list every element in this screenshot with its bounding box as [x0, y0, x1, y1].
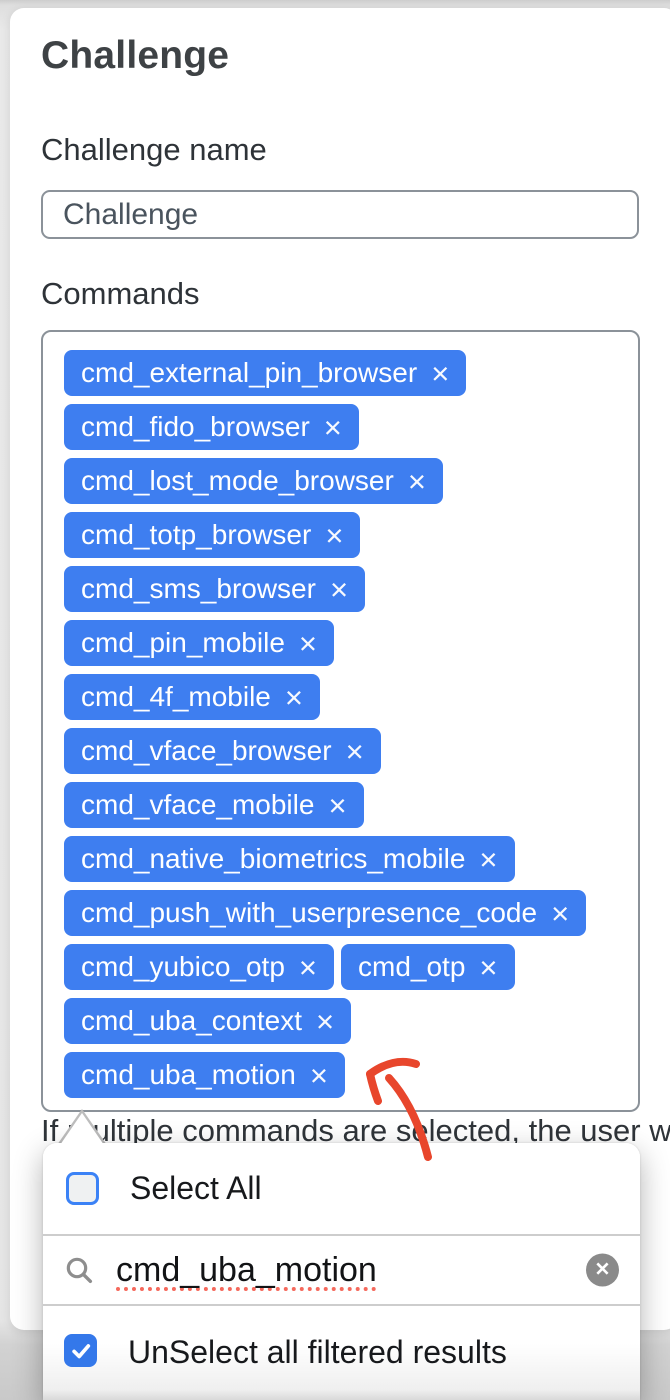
- chip-row: cmd_fido_browser ×: [64, 404, 620, 450]
- command-chip-label: cmd_sms_browser: [81, 573, 316, 604]
- chip-row: cmd_vface_browser ×: [64, 728, 620, 774]
- command-chip[interactable]: cmd_totp_browser ×: [64, 512, 361, 558]
- command-chip[interactable]: cmd_4f_mobile ×: [64, 674, 320, 720]
- check-icon: [71, 1343, 90, 1358]
- unselect-filtered-label: UnSelect all filtered results: [128, 1334, 507, 1370]
- command-chip[interactable]: cmd_vface_browser ×: [64, 728, 381, 774]
- command-chip[interactable]: cmd_yubico_otp ×: [64, 944, 335, 990]
- chip-row: cmd_uba_context ×: [64, 998, 620, 1044]
- command-chip[interactable]: cmd_push_with_userpresence_code ×: [64, 890, 587, 936]
- remove-chip-icon[interactable]: ×: [431, 355, 450, 391]
- chip-row: cmd_4f_mobile ×: [64, 674, 620, 720]
- chip-row: cmd_lost_mode_browser ×: [64, 458, 620, 504]
- command-chip[interactable]: cmd_lost_mode_browser ×: [64, 458, 443, 504]
- remove-chip-icon[interactable]: ×: [479, 949, 498, 985]
- chip-row: cmd_native_biometrics_mobile ×: [64, 836, 620, 882]
- remove-chip-icon[interactable]: ×: [298, 625, 317, 661]
- command-chip-label: cmd_vface_mobile: [81, 789, 315, 820]
- command-chip-label: cmd_native_biometrics_mobile: [81, 843, 466, 874]
- remove-chip-icon[interactable]: ×: [284, 679, 303, 715]
- chip-row: cmd_totp_browser ×: [64, 512, 620, 558]
- commands-label: Commands: [41, 276, 200, 311]
- unselect-filtered-checkbox[interactable]: [64, 1334, 97, 1367]
- command-chip-label: cmd_yubico_otp: [81, 951, 285, 982]
- challenge-name-input[interactable]: Challenge: [41, 190, 639, 239]
- command-chip-label: cmd_uba_context: [81, 1005, 303, 1036]
- command-chip[interactable]: cmd_uba_motion ×: [64, 1052, 345, 1098]
- selected-commands: cmd_external_pin_browser×cmd_fido_browse…: [64, 350, 620, 1098]
- command-chip-label: cmd_lost_mode_browser: [81, 465, 394, 496]
- commands-helper-text: If multiple commands are selected, the u…: [41, 1113, 670, 1148]
- chip-row: cmd_external_pin_browser ×: [64, 350, 620, 396]
- remove-chip-icon[interactable]: ×: [325, 517, 344, 553]
- command-chip[interactable]: cmd_external_pin_browser ×: [64, 350, 467, 396]
- command-chip[interactable]: cmd_sms_browser ×: [64, 566, 366, 612]
- challenge-name-label: Challenge name: [41, 132, 267, 167]
- command-chip-label: cmd_pin_mobile: [81, 627, 285, 658]
- command-chip[interactable]: cmd_native_biometrics_mobile ×: [64, 836, 515, 882]
- chip-row: cmd_yubico_otp × cmd_otp ×: [64, 944, 620, 990]
- remove-chip-icon[interactable]: ×: [551, 895, 570, 931]
- remove-chip-icon[interactable]: ×: [316, 1003, 335, 1039]
- chip-row: cmd_uba_motion ×: [64, 1052, 620, 1098]
- remove-chip-icon[interactable]: ×: [407, 463, 426, 499]
- command-chip-label: cmd_uba_motion: [81, 1059, 296, 1090]
- command-chip-label: cmd_otp: [358, 951, 466, 982]
- command-chip-label: cmd_external_pin_browser: [81, 357, 418, 388]
- remove-chip-icon[interactable]: ×: [298, 949, 318, 985]
- chip-row: cmd_push_with_userpresence_code ×: [64, 890, 620, 936]
- challenge-panel: Challenge Challenge name Challenge Comma…: [10, 8, 670, 1330]
- commands-dropdown: Select All cmd_uba_motion ✕ UnSelect all…: [43, 1143, 640, 1400]
- search-input[interactable]: cmd_uba_motion: [116, 1250, 377, 1289]
- chip-row: cmd_vface_mobile ×: [64, 782, 620, 828]
- remove-chip-icon[interactable]: ×: [479, 841, 498, 877]
- page-title: Challenge: [41, 34, 230, 77]
- command-chip-label: cmd_totp_browser: [81, 519, 312, 550]
- select-all-label: Select All: [130, 1170, 262, 1206]
- dropdown-search-row: cmd_uba_motion ✕: [43, 1234, 640, 1306]
- command-chip[interactable]: cmd_vface_mobile ×: [64, 782, 364, 828]
- search-icon: [66, 1257, 93, 1284]
- command-chip-label: cmd_4f_mobile: [81, 681, 271, 712]
- select-all-option[interactable]: Select All: [43, 1143, 640, 1234]
- select-all-checkbox[interactable]: [66, 1172, 99, 1205]
- command-chip-label: cmd_vface_browser: [81, 735, 332, 766]
- dropdown-caret: [60, 1113, 104, 1145]
- command-chip[interactable]: cmd_pin_mobile ×: [64, 620, 334, 666]
- command-chip[interactable]: cmd_uba_context ×: [64, 998, 352, 1044]
- chip-row: cmd_sms_browser ×: [64, 566, 620, 612]
- command-chip-label: cmd_fido_browser: [81, 411, 310, 442]
- remove-chip-icon[interactable]: ×: [329, 571, 349, 607]
- command-chip[interactable]: cmd_fido_browser ×: [64, 404, 359, 450]
- challenge-name-value: Challenge: [63, 197, 199, 231]
- chip-row: cmd_pin_mobile ×: [64, 620, 620, 666]
- remove-chip-icon[interactable]: ×: [328, 787, 347, 823]
- commands-multiselect[interactable]: cmd_external_pin_browser×cmd_fido_browse…: [41, 330, 640, 1112]
- unselect-filtered-option[interactable]: UnSelect all filtered results: [43, 1306, 640, 1400]
- command-chip[interactable]: cmd_otp ×: [341, 944, 515, 990]
- clear-search-button[interactable]: ✕: [586, 1253, 619, 1287]
- remove-chip-icon[interactable]: ×: [345, 733, 364, 769]
- remove-chip-icon[interactable]: ×: [309, 1057, 328, 1093]
- remove-chip-icon[interactable]: ×: [323, 409, 342, 445]
- clear-icon: ✕: [594, 1259, 611, 1281]
- command-chip-label: cmd_push_with_userpresence_code: [81, 897, 538, 928]
